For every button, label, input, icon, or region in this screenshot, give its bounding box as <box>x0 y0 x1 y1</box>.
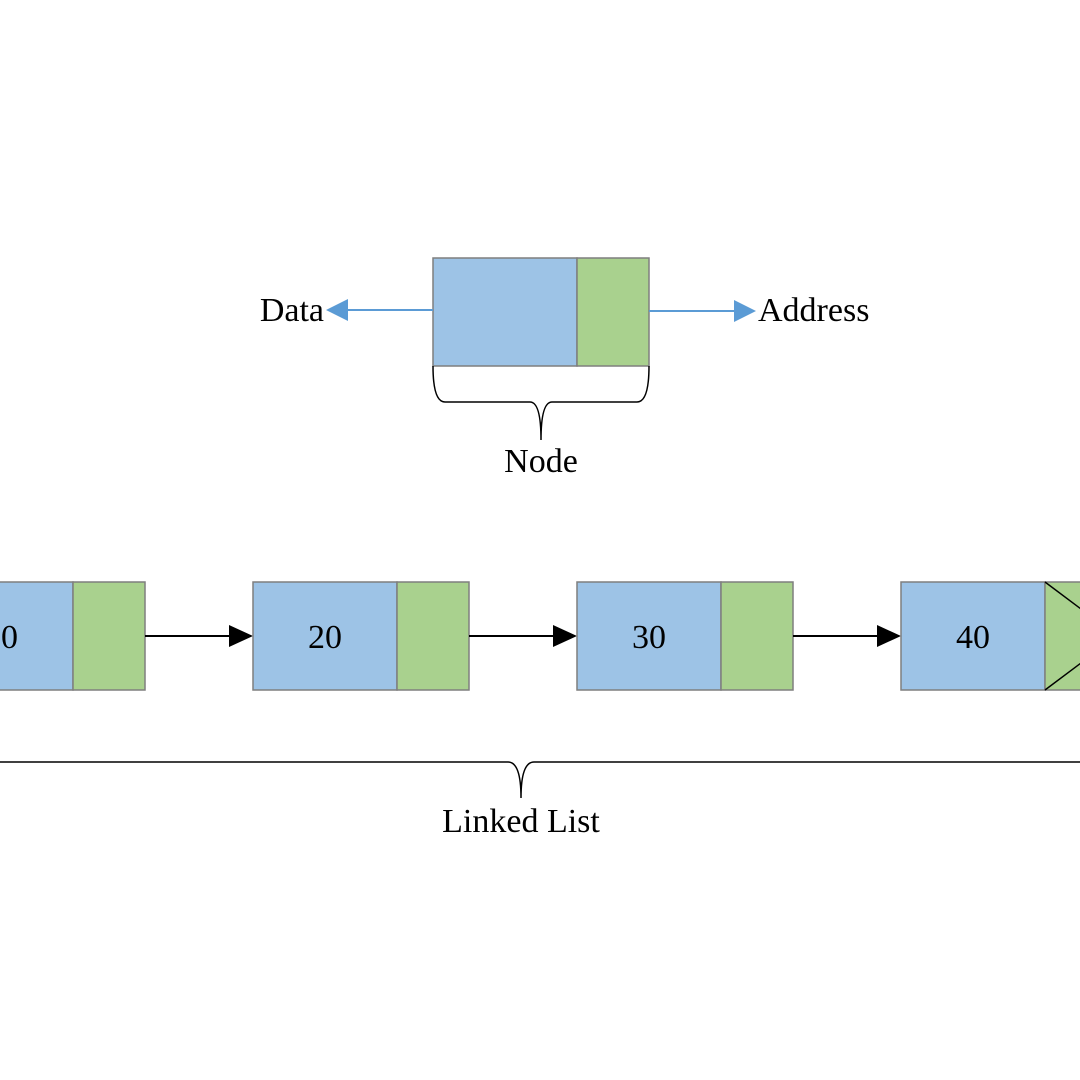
node-address-cell <box>396 581 470 691</box>
node-brace <box>432 365 650 441</box>
list-node: 40 <box>900 581 1080 691</box>
data-callout-arrow <box>326 299 433 321</box>
node-data-cell <box>576 581 722 691</box>
legend-address-cell <box>576 257 650 367</box>
node-data-cell <box>900 581 1046 691</box>
list-node: 30 <box>576 581 794 691</box>
node-value: 30 <box>632 619 666 656</box>
linked-list-label: Linked List <box>442 803 600 840</box>
list-node: 20 <box>252 581 470 691</box>
address-label: Address <box>758 292 869 329</box>
node-value: 40 <box>956 619 990 656</box>
node-value: 20 <box>308 619 342 656</box>
node-value: 10 <box>0 619 18 656</box>
arrowhead <box>229 625 253 647</box>
node-legend: Data Address Node <box>260 257 869 480</box>
node-address-cell <box>1044 581 1080 691</box>
node-label: Node <box>504 443 578 480</box>
legend-data-cell <box>432 257 578 367</box>
linked-list: 10 20 30 40 <box>0 581 1080 691</box>
list-brace <box>0 761 1080 799</box>
null-pointer-mark <box>1044 581 1080 691</box>
node-address-cell <box>72 581 146 691</box>
arrowhead <box>553 625 577 647</box>
address-callout-arrow <box>649 300 756 322</box>
arrowhead <box>877 625 901 647</box>
node-data-cell <box>252 581 398 691</box>
list-node: 10 <box>0 581 146 691</box>
data-label: Data <box>260 292 324 329</box>
node-address-cell <box>720 581 794 691</box>
